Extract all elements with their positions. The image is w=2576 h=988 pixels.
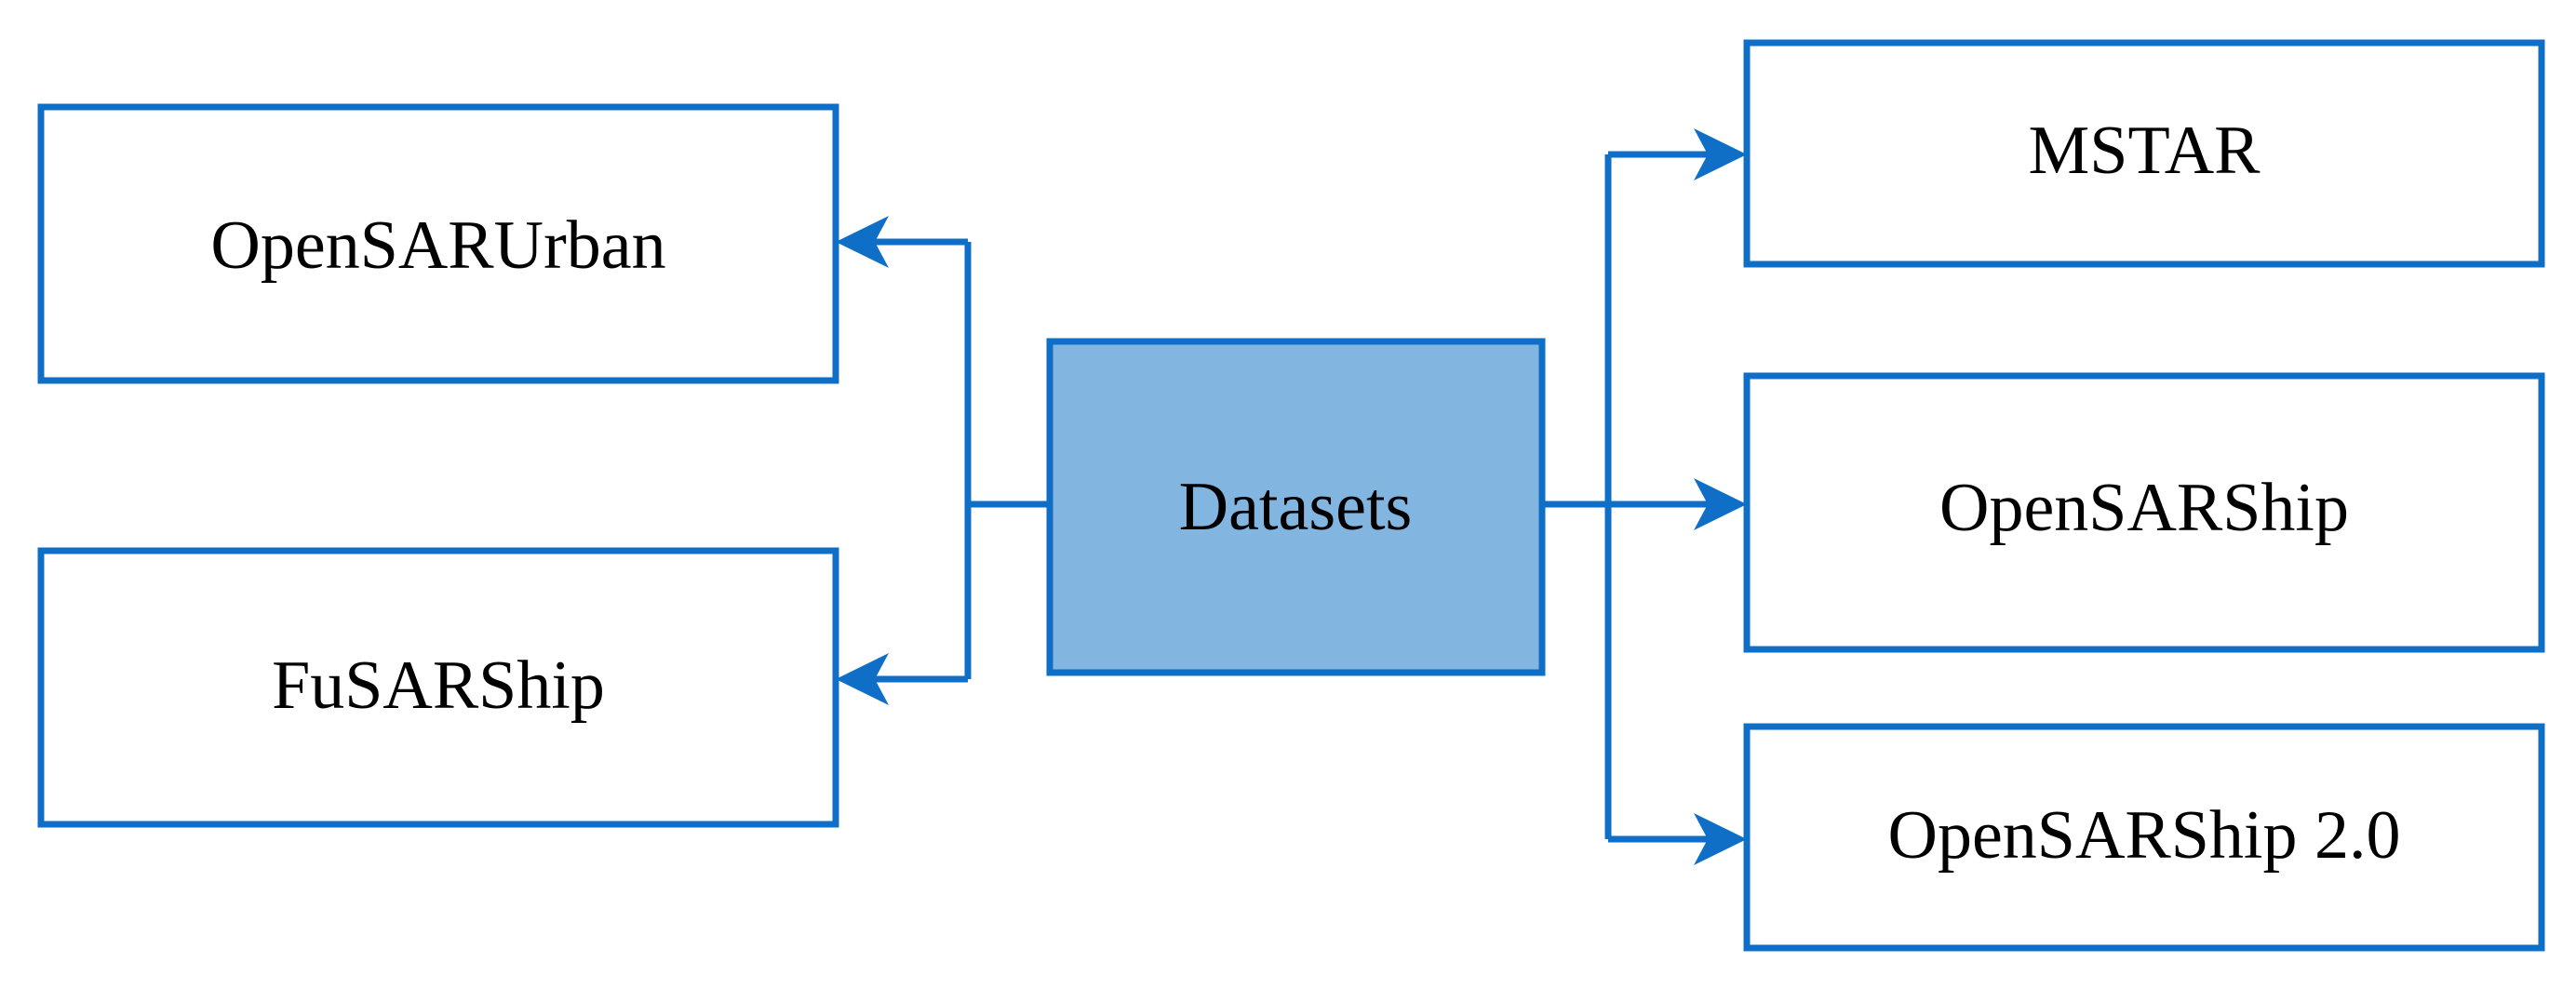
node-opensarship-2: OpenSARShip 2.0: [1743, 723, 2545, 952]
node-datasets: Datasets: [1046, 338, 1546, 676]
arrow-to-opensarurban: [836, 216, 889, 268]
node-fusarship: FuSARShip: [37, 547, 839, 828]
node-opensarurban-label: OpenSARUrban: [210, 207, 665, 284]
node-opensarship: OpenSARShip: [1743, 372, 2545, 653]
node-mstar: MSTAR: [1743, 39, 2545, 268]
node-opensarship-2-label: OpenSARShip 2.0: [1888, 797, 2401, 874]
connector-center-to-left: [964, 242, 1050, 679]
connector-center-to-right: [1542, 154, 1612, 839]
node-opensarurban: OpenSARUrban: [37, 103, 839, 384]
arrow-to-mstar: [1694, 128, 1747, 180]
node-opensarship-label: OpenSARShip: [1939, 470, 2349, 546]
node-datasets-label: Datasets: [1179, 469, 1413, 545]
node-fusarship-label: FuSARShip: [272, 648, 605, 724]
arrow-to-opensarship: [1694, 478, 1747, 530]
arrow-to-fusarship: [836, 653, 889, 705]
node-mstar-label: MSTAR: [2028, 113, 2261, 189]
arrow-to-opensarship-2: [1694, 813, 1747, 865]
